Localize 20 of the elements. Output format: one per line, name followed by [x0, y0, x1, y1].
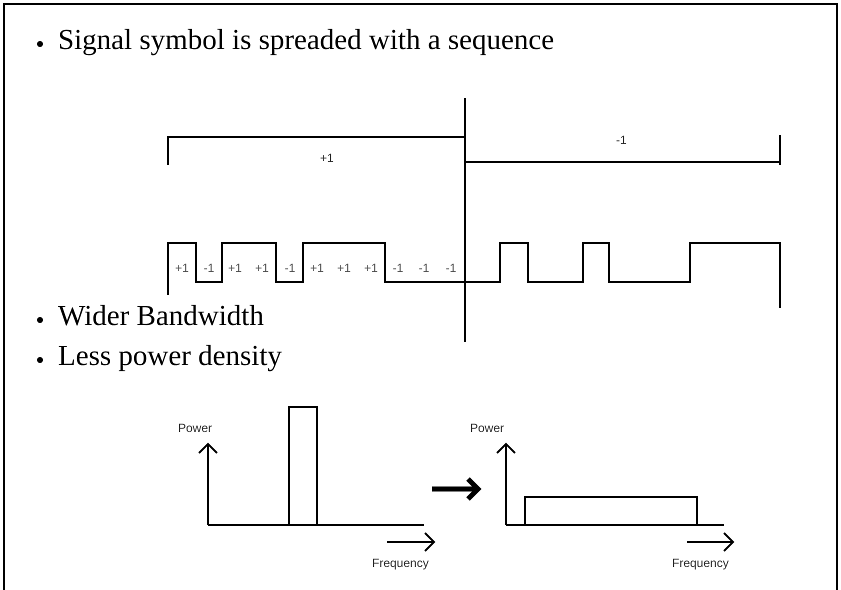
- symbol-value: +1: [320, 152, 334, 164]
- chip-value: -1: [392, 262, 404, 274]
- chip-value: -1: [446, 262, 456, 274]
- chip-value: +1: [364, 262, 378, 274]
- chip-value: +1: [337, 262, 351, 274]
- chip-value: +1: [255, 262, 269, 274]
- symbol-value: -1: [616, 134, 627, 146]
- axis-label: Frequency: [672, 557, 729, 569]
- axis-label: Power: [470, 422, 504, 434]
- axis-label: Power: [178, 422, 212, 434]
- chip-value: -1: [418, 262, 430, 274]
- chip-value: +1: [175, 262, 189, 274]
- bullet-text: Signal symbol is spreaded with a sequence: [58, 26, 554, 55]
- axis-label: Frequency: [372, 557, 429, 569]
- bullet-text: Wider Bandwidth: [58, 302, 264, 331]
- bullet-text: Less power density: [58, 342, 282, 371]
- chip-value: -1: [284, 262, 296, 274]
- chip-value: +1: [310, 262, 324, 274]
- chip-value: -1: [204, 262, 214, 274]
- chip-value: +1: [228, 262, 242, 274]
